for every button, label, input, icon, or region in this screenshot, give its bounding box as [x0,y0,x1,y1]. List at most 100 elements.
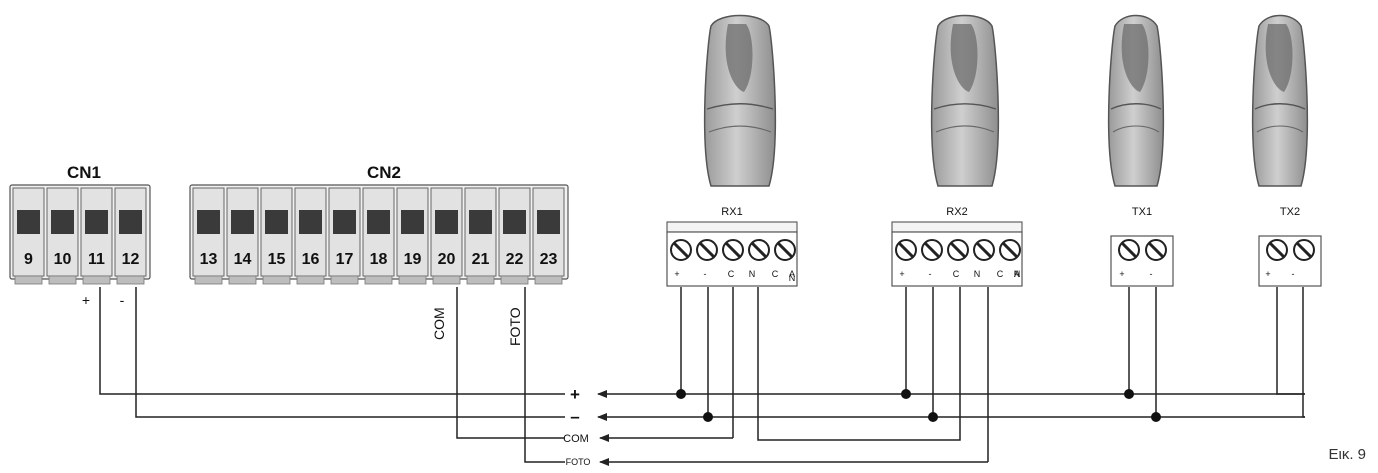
screw-slot [776,241,794,259]
tx2-terminal-board: TX2 + - [1258,206,1322,287]
terminal-number: 17 [336,251,354,268]
screw-slot [698,241,716,259]
terminal-number: 20 [438,251,456,268]
rx1-pin-label: N [789,273,796,283]
terminal-cell: 17 [328,187,361,285]
bus-minus-label: – [570,407,579,426]
cn1-minus-wire [135,287,565,418]
photocell-seam [1256,125,1304,133]
photocell-seam [1112,125,1160,133]
terminal-screw-slot [367,210,390,234]
cn1-connector: CN1 9 10 11 12 [9,163,151,285]
rx1-pin-label: A [789,269,795,279]
terminal-screw-slot [197,210,220,234]
junction-dot [703,412,713,422]
terminal-foot [194,275,223,285]
terminal-number: 19 [404,251,422,268]
terminal-screw-slot [333,210,356,234]
terminal-screw-slot [231,210,254,234]
rx1-label: RX1 [721,206,742,218]
terminal-screw-slot [51,210,74,234]
screw-slot [975,241,993,259]
terminal-screw-slot [401,210,424,234]
terminal-cell: 10 [46,187,79,285]
terminal-foot [116,275,145,285]
screw-slot [949,241,967,259]
photocell-seam [1110,103,1162,110]
screw-slot [1295,241,1313,259]
terminal-cell: 11 [80,187,113,285]
foto-terminal-mark: FOTO [507,307,523,346]
terminal-cell: 20 [430,187,463,285]
tx2-pin-label: - [1292,269,1295,279]
photocell-lens [950,24,978,92]
rx2-pin-label: + [899,269,904,279]
screw-slot [724,241,742,259]
rx2-pin-label: N [1014,269,1021,279]
terminal-screw-slot [503,210,526,234]
screw-slot [1120,241,1138,259]
terminal-number: 11 [88,251,105,268]
photocell-seam [1254,103,1306,110]
tx2-label: TX2 [1280,206,1300,218]
board-top-rail [666,221,798,233]
terminal-number: 23 [540,251,558,268]
terminal-foot [500,275,529,285]
terminal-number: 22 [506,251,524,268]
terminal-cell: 23 [532,187,565,285]
terminal-cell: 19 [396,187,429,285]
rx2-photocell [930,14,1000,187]
terminal-foot [262,275,291,285]
terminal-number: 16 [302,251,320,268]
tx2-pin-label: + [1265,269,1270,279]
figure-label: Εικ. 9 [1328,446,1366,463]
terminal-foot [364,275,393,285]
terminal-screw-slot [299,210,322,234]
cn2-com-wire [456,287,565,439]
terminal-number: 13 [200,251,218,268]
photocell-lens [725,24,753,92]
photocell-lens [1121,24,1149,92]
terminal-cell: 18 [362,187,395,285]
cn1-minus-mark: - [120,292,125,308]
terminal-screw-slot [119,210,142,234]
junction-dot [928,412,938,422]
terminal-foot [398,275,427,285]
rx1-pin-label: - [704,269,707,279]
terminal-cell: 16 [294,187,327,285]
tx1-label: TX1 [1132,206,1152,218]
rx1-pin-label: N [749,269,756,279]
tx2-minus-drop [1302,287,1305,418]
screw-slot [750,241,768,259]
terminal-number: 10 [54,251,72,268]
tx1-pin-label: - [1150,269,1153,279]
photocell-seam [933,103,997,110]
rx1-photocell [703,14,777,187]
bus-com-label: COM [563,433,589,445]
terminal-foot [296,275,325,285]
screw-slot [1001,241,1019,259]
cn2-title: CN2 [367,163,401,182]
terminal-foot [432,275,461,285]
cn1-title: CN1 [67,163,101,182]
tx1-terminal-board: TX1+- [1110,206,1174,287]
terminal-screw-slot [85,210,108,234]
tx2-photocell [1251,14,1309,187]
junction-dot [676,389,686,399]
terminal-foot [228,275,257,285]
junction-dot [901,389,911,399]
screw-slot [1268,241,1286,259]
junction-dots [676,389,1161,422]
photocell-body [930,14,1000,187]
rx1-pin-label: + [674,269,679,279]
terminal-screw-slot [17,210,40,234]
terminal-screw-slot [537,210,560,234]
terminal-cell: 9 [12,187,45,285]
terminal-number: 14 [234,251,252,268]
terminal-cell: 12 [114,187,147,285]
terminal-foot [330,275,359,285]
screw-slot [1147,241,1165,259]
rx1-pin-label: C [728,269,735,279]
